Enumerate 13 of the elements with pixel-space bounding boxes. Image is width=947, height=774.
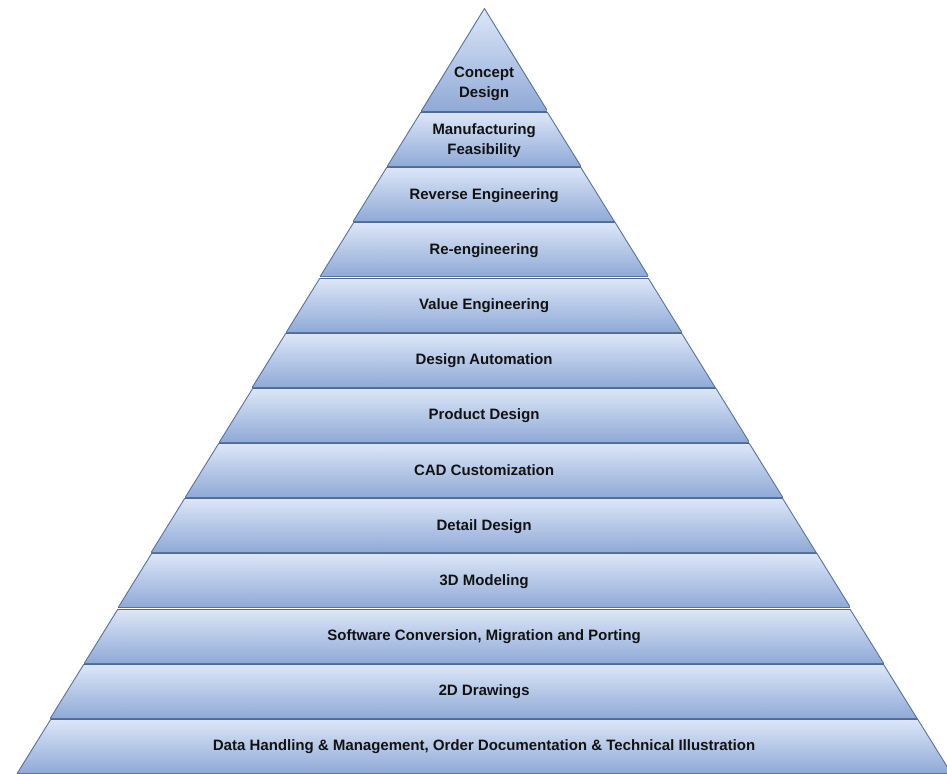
tier-label: Data Handling & Management, Order Documentation & Technical Illustration <box>212 736 756 756</box>
tier-label: Software Conversion, Migration and Porting <box>327 626 641 646</box>
tier-label: Manufacturing Feasibility <box>431 120 537 160</box>
tier-label: Product Design <box>428 405 540 426</box>
tier-label: Design Automation <box>416 350 552 370</box>
tier-label: Re-engineering <box>429 240 539 260</box>
tier-label: 3D Modeling <box>439 570 529 591</box>
tier-label: Concept Design <box>452 63 515 104</box>
tier-label: CAD Customization <box>414 460 554 481</box>
tier-label: 2D Drawings <box>438 681 530 702</box>
tier-label: Reverse Engineering <box>409 184 559 205</box>
tier-label: Value Engineering <box>418 295 550 316</box>
tier-label: Detail Design <box>436 516 532 536</box>
